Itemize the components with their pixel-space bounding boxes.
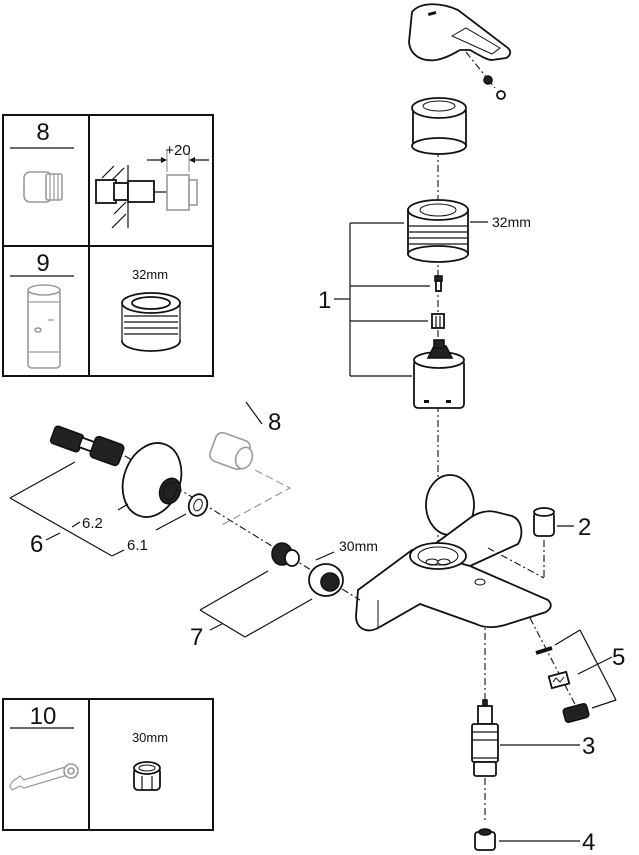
extension-guide bbox=[219, 469, 292, 527]
connection-nut-size-label: 30mm bbox=[132, 730, 168, 745]
aerator-insert bbox=[547, 670, 571, 690]
callout-6: 6 bbox=[30, 531, 43, 558]
callout-8: 8 bbox=[268, 409, 281, 436]
s-union bbox=[49, 425, 125, 467]
escutcheon bbox=[121, 442, 183, 518]
callout-6-1: 6.1 bbox=[127, 537, 148, 554]
diverter-cartridge bbox=[471, 699, 499, 777]
cartridge bbox=[413, 339, 465, 409]
wall-mount-extension-detail-icon: +20 bbox=[95, 142, 209, 229]
cartridge-adapter bbox=[431, 313, 445, 329]
lever-handle bbox=[408, 3, 512, 62]
inset-number-9: 9 bbox=[36, 250, 49, 277]
washer bbox=[187, 493, 209, 517]
leader-line bbox=[245, 401, 263, 425]
cartridge-nut bbox=[407, 199, 469, 263]
extension-piece-icon bbox=[23, 171, 63, 203]
inset-number-8: 8 bbox=[36, 119, 49, 146]
mixer-body bbox=[355, 474, 552, 632]
diverter-stop bbox=[474, 828, 496, 851]
inset-box-bottom-frame bbox=[2, 698, 214, 831]
callout-6-2: 6.2 bbox=[82, 515, 103, 532]
eccentric-connector bbox=[271, 542, 300, 567]
knob-axis bbox=[487, 547, 545, 579]
extension-length-label: +20 bbox=[165, 142, 190, 159]
callout-3: 3 bbox=[582, 733, 595, 760]
wrench-icon bbox=[9, 763, 79, 791]
cover-sleeve bbox=[411, 97, 467, 155]
callout-2: 2 bbox=[578, 514, 591, 541]
aerator-seal bbox=[535, 646, 553, 655]
callout-1-bracket bbox=[334, 222, 430, 377]
aerator-axis bbox=[529, 617, 579, 711]
callout-6-bracket bbox=[9, 461, 187, 557]
hex-nut-icon bbox=[133, 761, 161, 791]
socket-tool-icon bbox=[27, 284, 61, 369]
inset-number-10: 10 bbox=[30, 703, 57, 730]
aerator-housing bbox=[562, 703, 590, 723]
inset-box-top: 8 +20 bbox=[2, 114, 214, 377]
leader-line bbox=[315, 551, 335, 561]
cartridge-nut-size-label: 32mm bbox=[492, 214, 531, 230]
callout-5-bracket bbox=[554, 629, 617, 709]
set-screw bbox=[483, 75, 506, 100]
extension-piece bbox=[209, 431, 254, 471]
diverter-knob bbox=[533, 507, 555, 537]
callout-1: 1 bbox=[318, 287, 331, 314]
callout-5: 5 bbox=[612, 644, 625, 671]
callout-7: 7 bbox=[190, 624, 203, 651]
callout-4: 4 bbox=[582, 829, 595, 855]
cartridge-nut-size-label: 32mm bbox=[132, 267, 168, 282]
cartridge-screw bbox=[434, 275, 443, 292]
callout-7-bracket bbox=[199, 570, 313, 638]
connection-nut-size-label: 30mm bbox=[339, 538, 378, 554]
connection-nut bbox=[308, 563, 344, 597]
cartridge-nut-icon bbox=[121, 292, 181, 352]
inset-box-bottom: 10 30mm bbox=[2, 698, 214, 831]
